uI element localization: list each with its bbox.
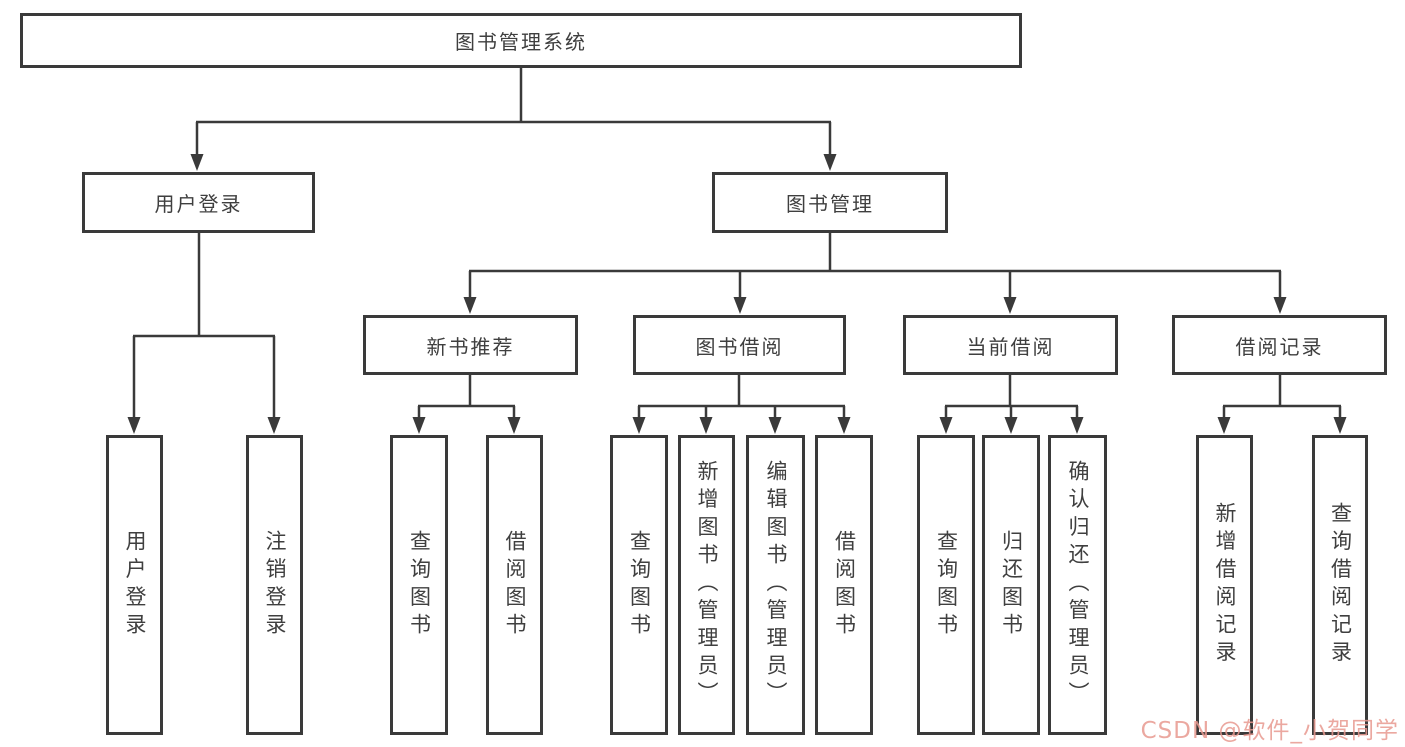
node-user-login-group: 用户登录 <box>82 172 315 233</box>
node-label: 查询借阅记录 <box>1328 501 1353 669</box>
leaf-add-books-admin: 新增图书（管理员） <box>678 435 735 735</box>
node-label: 借阅记录 <box>1235 334 1324 359</box>
node-label: 查询图书 <box>934 529 959 641</box>
leaf-return-books: 归还图书 <box>982 435 1040 735</box>
leaf-borrow-books-recommend: 借阅图书 <box>486 435 543 735</box>
node-label: 当前借阅 <box>966 334 1055 359</box>
leaf-logout: 注销登录 <box>246 435 303 735</box>
node-system-root: 图书管理系统 <box>20 13 1022 68</box>
node-label: 新书推荐 <box>426 334 515 359</box>
node-label: 编辑图书（管理员） <box>764 460 788 710</box>
node-label: 借阅图书 <box>503 529 527 641</box>
node-label: 确认归还（管理员） <box>1066 460 1090 710</box>
leaf-edit-books-admin: 编辑图书（管理员） <box>746 435 805 735</box>
node-label: 新增图书（管理员） <box>695 460 719 710</box>
leaf-user-login: 用户登录 <box>106 435 163 735</box>
node-book-borrow: 图书借阅 <box>633 315 846 375</box>
node-label: 图书借阅 <box>695 334 784 359</box>
node-book-management-group: 图书管理 <box>712 172 948 233</box>
node-label: 归还图书 <box>999 529 1024 641</box>
leaf-query-books-current: 查询图书 <box>917 435 975 735</box>
node-current-borrow: 当前借阅 <box>903 315 1118 375</box>
node-label: 查询图书 <box>627 529 652 641</box>
leaf-borrow-books: 借阅图书 <box>815 435 873 735</box>
node-label: 用户登录 <box>154 192 243 216</box>
node-label: 图书管理系统 <box>455 30 587 54</box>
node-label: 用户登录 <box>123 529 147 641</box>
leaf-query-books-borrow: 查询图书 <box>610 435 668 735</box>
node-borrow-records: 借阅记录 <box>1172 315 1387 375</box>
leaf-query-borrow-record: 查询借阅记录 <box>1312 435 1368 735</box>
leaf-query-books-recommend: 查询图书 <box>390 435 448 735</box>
leaf-confirm-return-admin: 确认归还（管理员） <box>1048 435 1107 735</box>
node-new-book-recommend: 新书推荐 <box>363 315 578 375</box>
node-label: 查询图书 <box>407 529 432 641</box>
node-label: 借阅图书 <box>832 529 857 641</box>
node-label: 新增借阅记录 <box>1213 501 1237 669</box>
leaf-add-borrow-record: 新增借阅记录 <box>1196 435 1253 735</box>
node-label: 图书管理 <box>786 192 874 216</box>
csdn-watermark: CSDN @软件_小贺同学 <box>1140 718 1399 744</box>
node-label: 注销登录 <box>263 529 287 641</box>
